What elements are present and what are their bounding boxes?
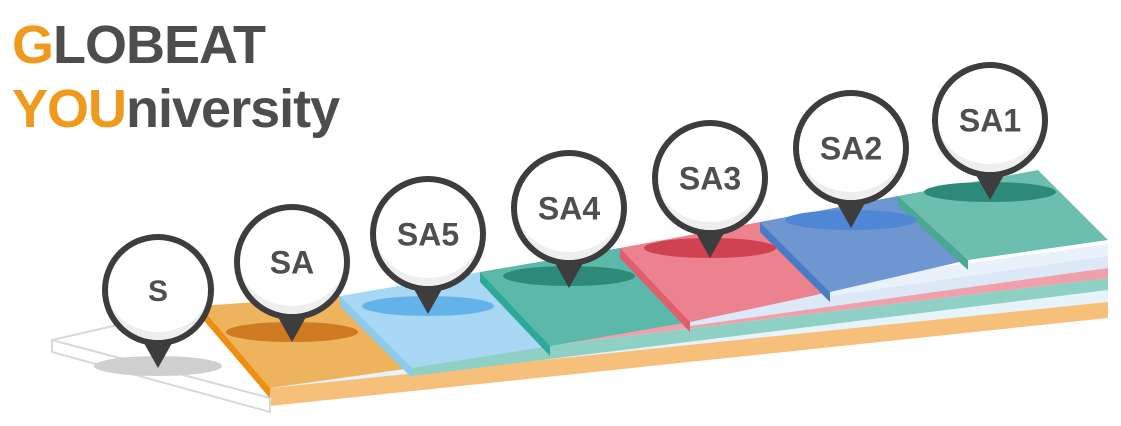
base-strip-0 <box>270 300 1108 406</box>
pin-label-sa: SA <box>270 245 314 281</box>
pin-shade <box>658 178 762 230</box>
pin-label-sa1: SA1 <box>959 103 1021 139</box>
pin-sa5: SA5 <box>362 176 494 316</box>
tile-edge-sa3 <box>620 248 690 332</box>
base-strip-4 <box>690 256 1108 326</box>
tile-edge-sa4 <box>480 272 550 356</box>
pin-sa1: SA1 <box>924 62 1056 202</box>
logo-text-niversity: niversity <box>126 79 340 139</box>
pin-shade <box>799 148 903 200</box>
pin-face <box>938 68 1042 172</box>
step-pins: S SA SA5 SA4 SA3 SA2 SA1 <box>94 62 1056 376</box>
base-layers <box>270 244 1108 406</box>
logo-line-1: GLOBEAT <box>12 18 339 82</box>
pin-sa4: SA4 <box>503 150 635 288</box>
pin-label-sa3: SA3 <box>679 161 741 197</box>
pin-face <box>517 156 621 260</box>
pin-shade <box>108 290 208 340</box>
pin-shade <box>938 120 1042 172</box>
pin-shade <box>240 262 344 314</box>
pin-face <box>799 96 903 200</box>
pin-face <box>240 210 344 314</box>
logo-line-2: YOUniversity <box>12 79 340 146</box>
pin-shade <box>376 234 480 286</box>
pin-label-s: S <box>148 275 168 308</box>
pin-face <box>108 240 208 340</box>
logo-text-lobeat: LOBEAT <box>53 15 266 75</box>
tile-edge-sa <box>200 306 270 398</box>
base-strip-2 <box>412 278 1108 376</box>
logo-accent-you: YOU <box>12 79 127 139</box>
pin-label-sa2: SA2 <box>820 131 882 167</box>
tile-edge-sa5 <box>340 296 412 378</box>
pin-sa3: SA3 <box>644 120 776 258</box>
pin-label-sa5: SA5 <box>397 217 459 253</box>
pin-s: S <box>94 234 222 376</box>
pin-face <box>658 126 762 230</box>
logo: GLOBEAT YOUniversity <box>12 18 340 146</box>
base-strip-5 <box>830 244 1108 296</box>
logo-accent-g: G <box>12 15 54 75</box>
pin-shade <box>517 208 621 260</box>
pin-sa2: SA2 <box>785 90 917 230</box>
pin-label-sa4: SA4 <box>538 191 600 227</box>
tile-edge-sa1 <box>898 196 968 270</box>
pin-sa: SA <box>226 204 358 342</box>
pin-face <box>376 182 480 286</box>
tile-edge-sa2 <box>760 222 830 302</box>
